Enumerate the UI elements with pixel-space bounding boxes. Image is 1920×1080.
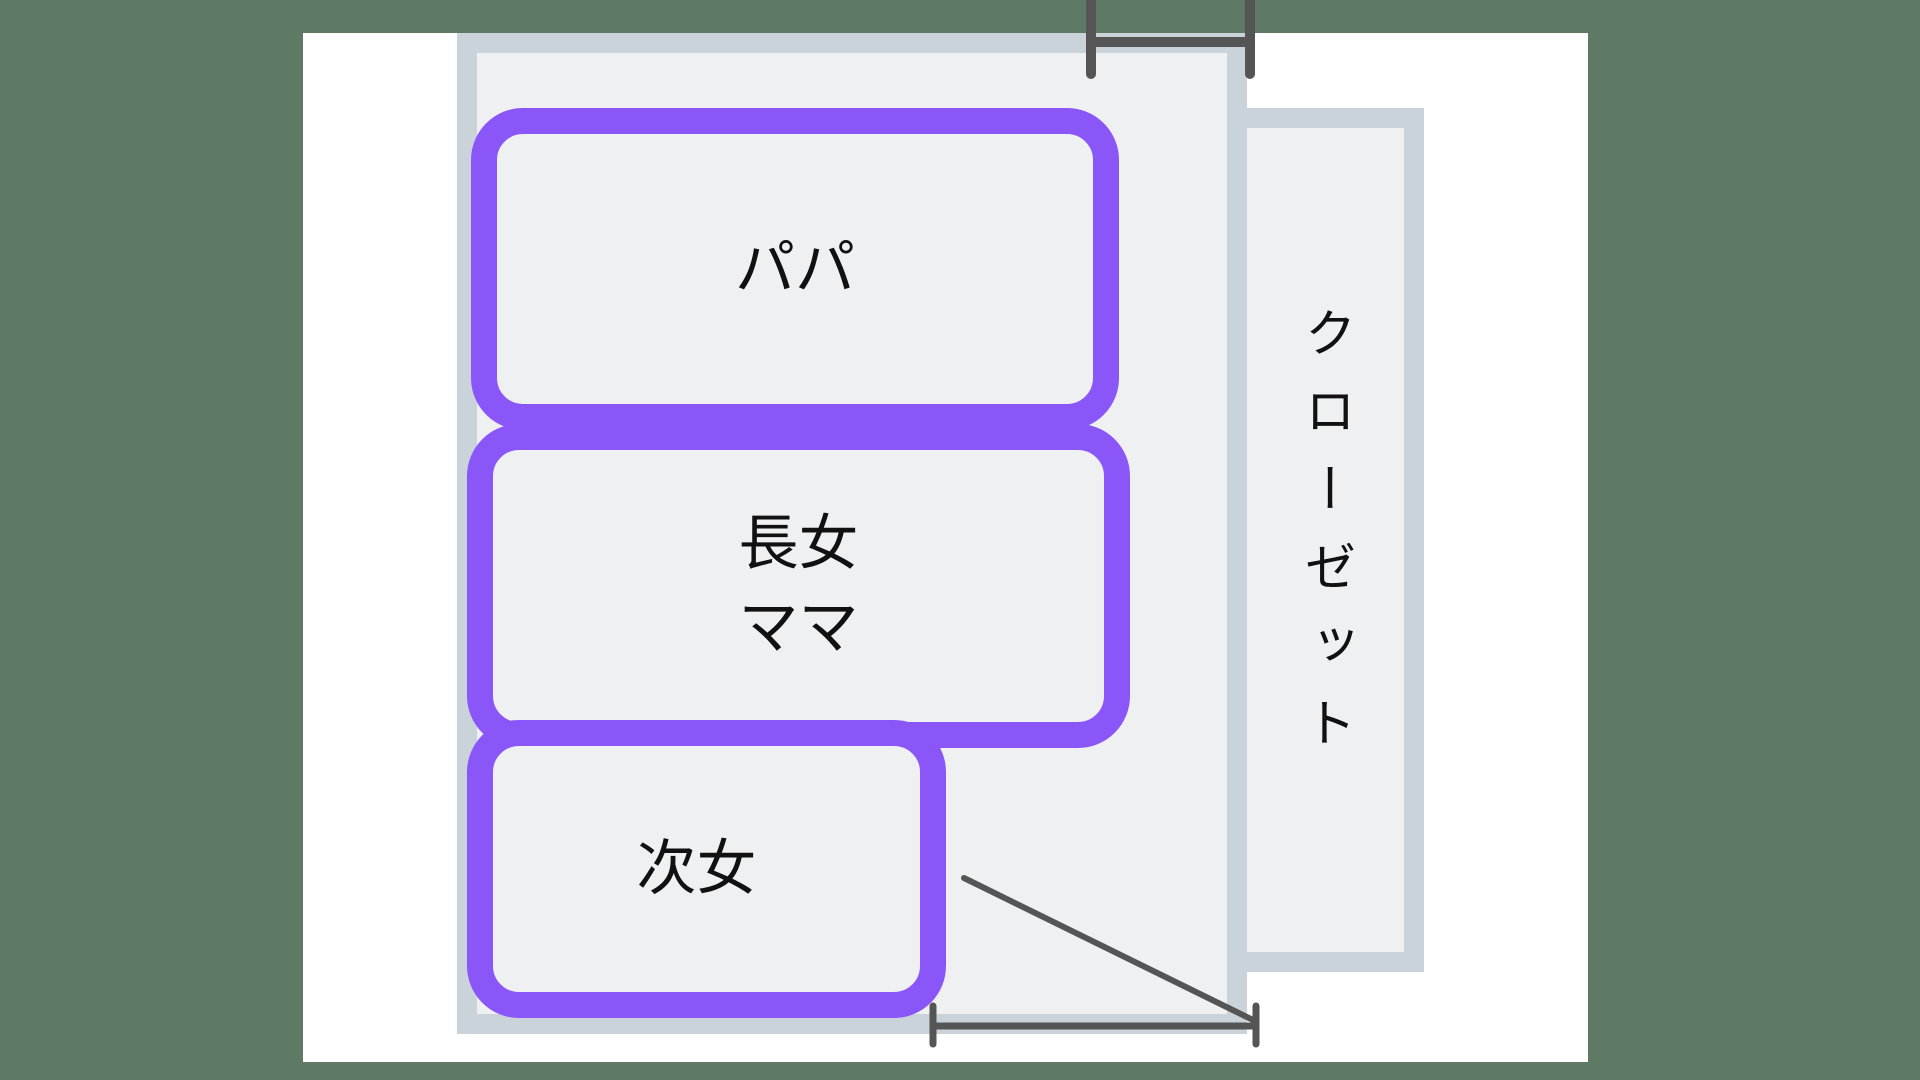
futon-ane-label: 長女 — [738, 509, 859, 579]
closet-label: クローゼット — [1295, 306, 1355, 774]
futon-imoto-label: 次女 — [636, 834, 757, 904]
bottom-door-marker — [929, 875, 1260, 1048]
futon-imoto: 次女 — [467, 720, 946, 1018]
futon-mama-label: ママ — [738, 593, 859, 663]
futon-papa: パパ — [471, 108, 1119, 430]
futon-ane-mama: 長女 ママ — [467, 424, 1130, 748]
futon-papa-label: パパ — [735, 234, 855, 304]
top-door-marker — [1086, 0, 1255, 79]
closet: クローゼット — [1247, 108, 1424, 972]
door-swing-line — [961, 875, 1256, 1023]
